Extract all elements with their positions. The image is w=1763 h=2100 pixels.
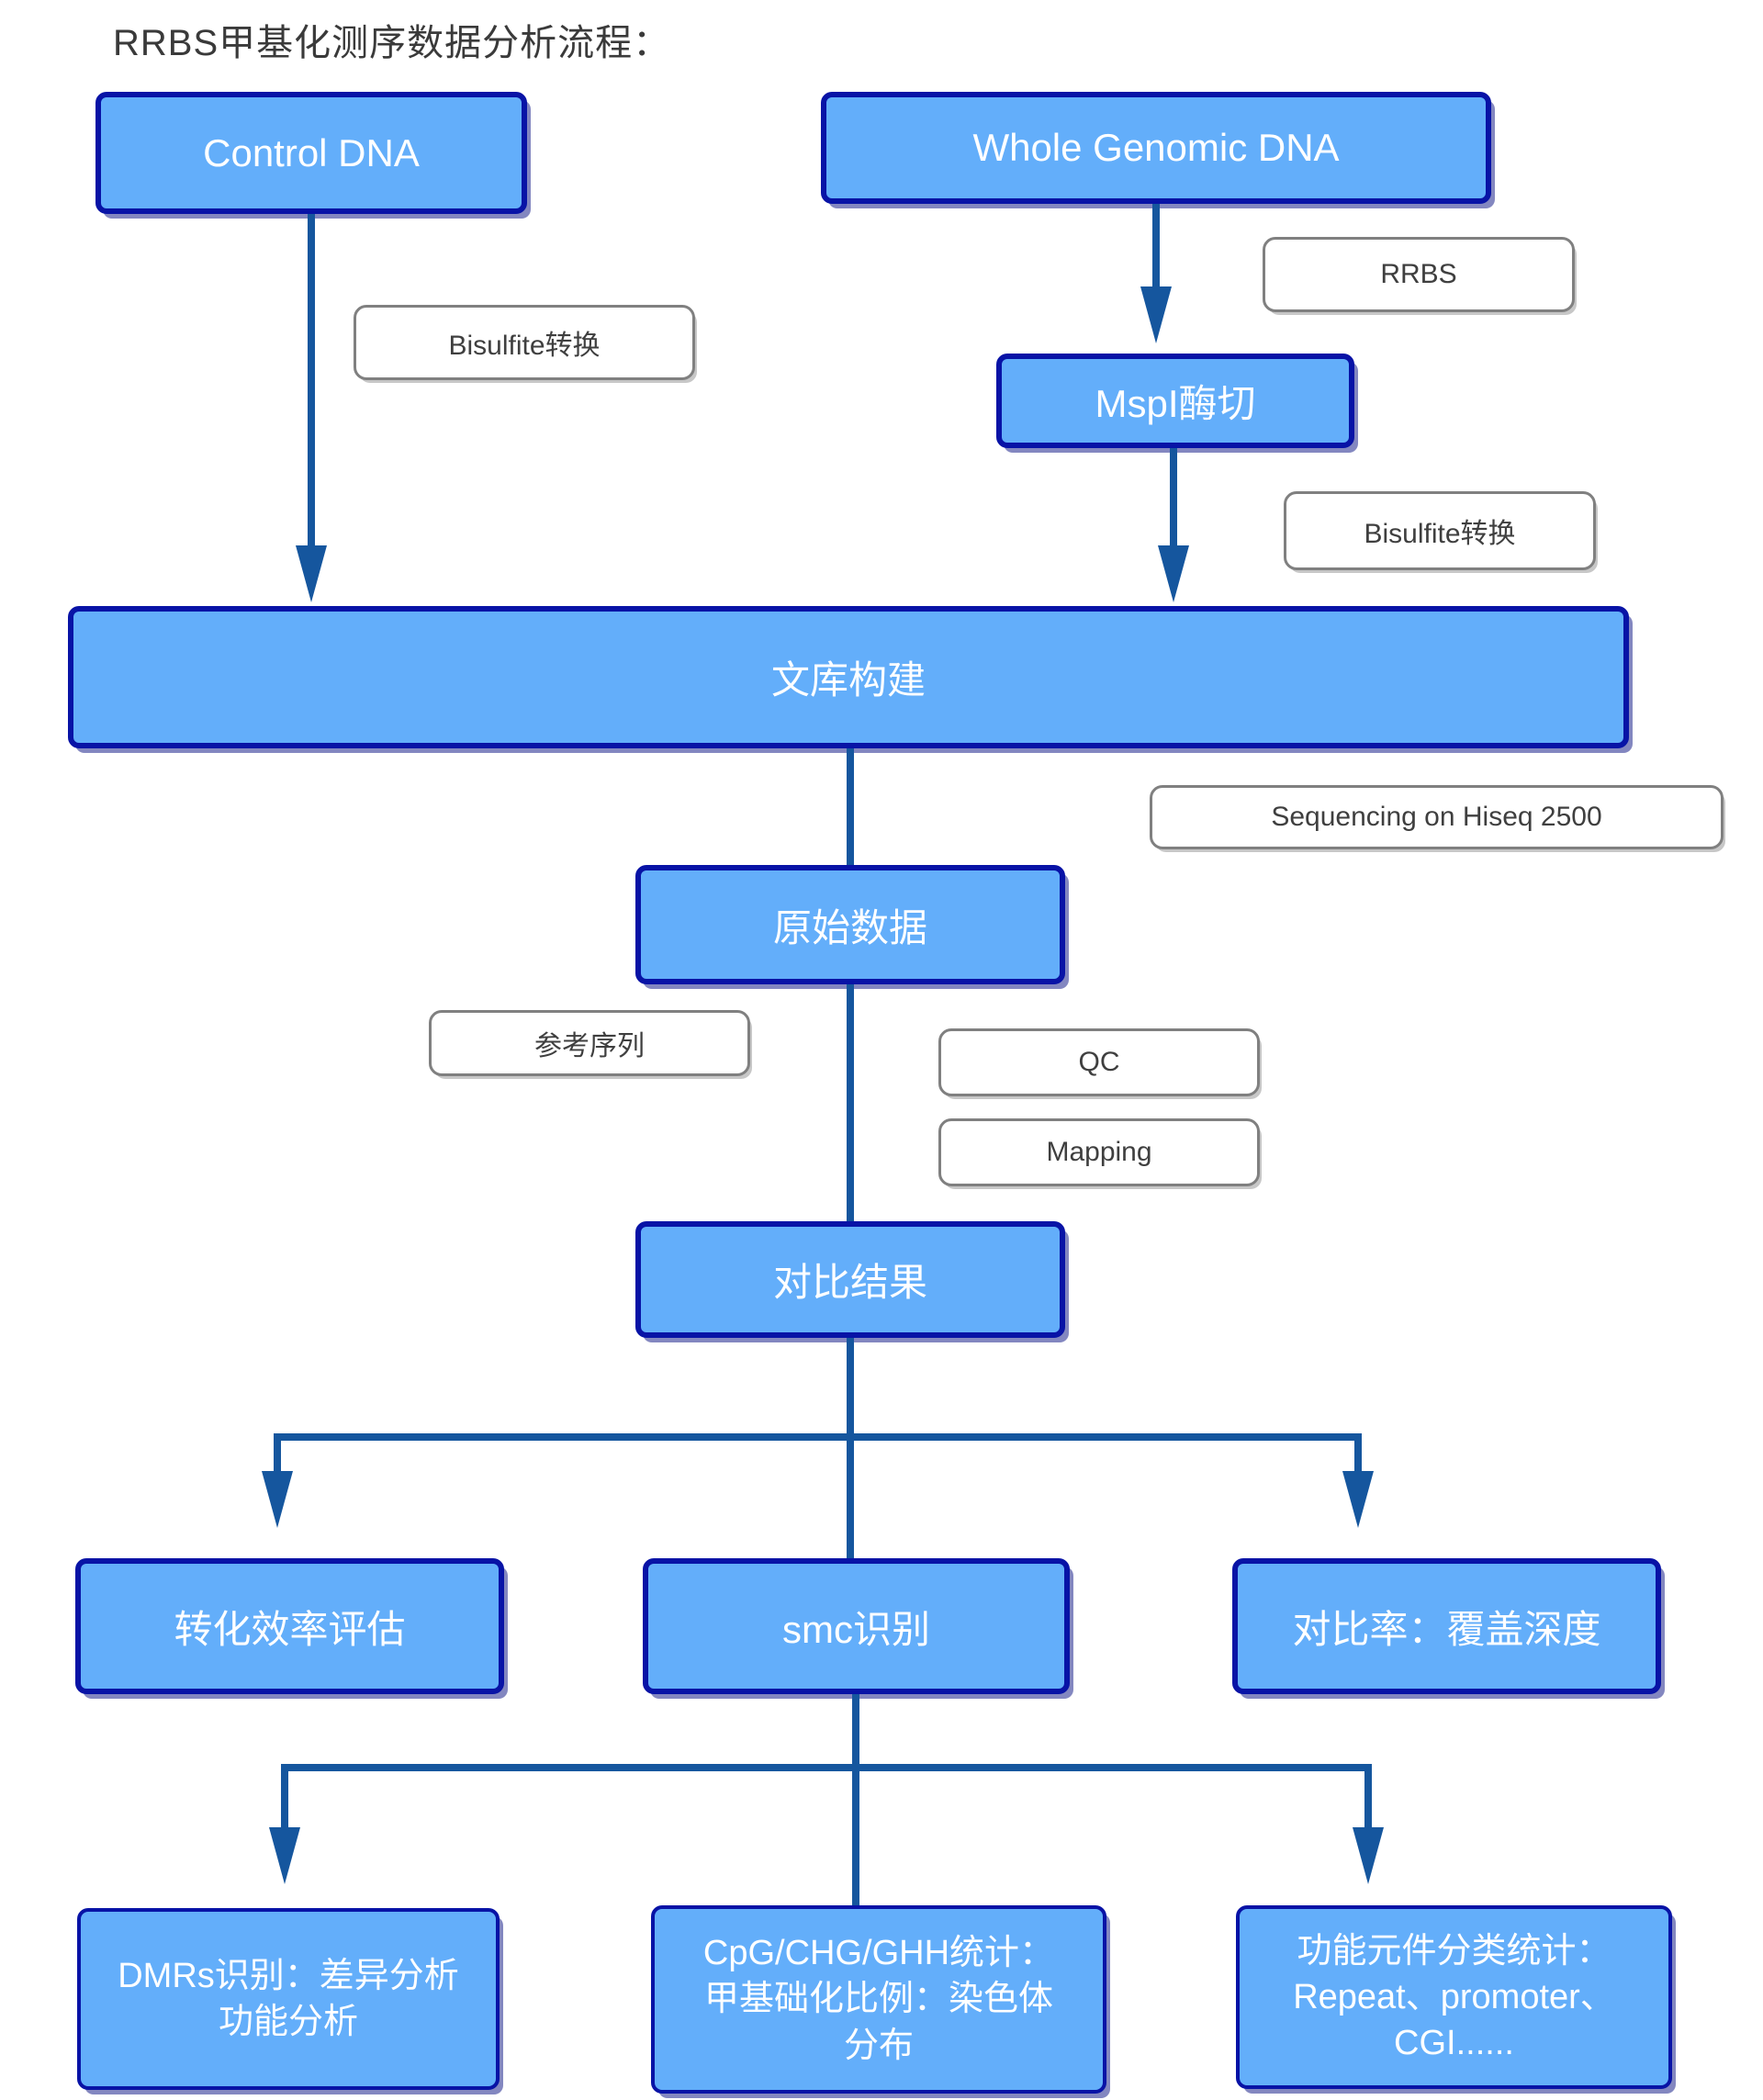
connector-library-to-rawdata — [847, 748, 854, 865]
branch2-horizontal — [281, 1764, 1372, 1771]
arrowhead-branch1-left — [262, 1471, 293, 1528]
label-bisulfite-conversion-left: Bisulfite转换 — [354, 305, 695, 380]
node-functional-elements-line1: 功能元件分类统计： — [1297, 1931, 1611, 1971]
node-control-dna: Control DNA — [95, 92, 527, 214]
node-alignment-result: 对比结果 — [635, 1221, 1065, 1338]
connector-control-to-library — [308, 214, 315, 545]
branch2-right-stub — [1364, 1764, 1372, 1827]
node-cpg-stats-line1: CpG/CHG/GHH统计： — [702, 1934, 1055, 1973]
label-sequencing-hiseq: Sequencing on Hiseq 2500 — [1150, 785, 1724, 849]
label-rrbs: RRBS — [1263, 237, 1575, 312]
node-dmrs: DMRs识别：差异分析 功能分析 — [77, 1908, 500, 2090]
node-cpg-stats: CpG/CHG/GHH统计： 甲基础化比例：染色体 分布 — [651, 1905, 1106, 2094]
arrowhead-mspi-to-library — [1158, 545, 1189, 602]
connector-alignment-to-smc — [847, 1338, 854, 1558]
arrowhead-control-to-library — [296, 545, 327, 602]
node-cpg-stats-line3: 分布 — [843, 2026, 914, 2065]
node-functional-elements-line2: Repeat、promoter、 — [1293, 1977, 1615, 2016]
node-conversion-efficiency: 转化效率评估 — [75, 1558, 504, 1694]
node-dmrs-line1: DMRs识别：差异分析 — [118, 1956, 459, 1995]
arrowhead-branch2-right — [1353, 1827, 1384, 1884]
node-mapping-rate-depth: 对比率：覆盖深度 — [1232, 1558, 1661, 1694]
connector-smc-to-cpgstats — [852, 1694, 859, 1905]
connector-wgd-to-mspi — [1152, 204, 1160, 286]
arrowhead-branch1-right — [1342, 1471, 1374, 1528]
node-mspi-digestion: MspI酶切 — [996, 354, 1354, 448]
node-whole-genomic-dna: Whole Genomic DNA — [821, 92, 1491, 204]
branch1-horizontal — [274, 1433, 1362, 1441]
node-dmrs-line2: 功能分析 — [218, 2003, 358, 2041]
node-library-construction: 文库构建 — [68, 606, 1629, 748]
label-bisulfite-conversion-right: Bisulfite转换 — [1284, 491, 1596, 570]
label-reference-sequence: 参考序列 — [429, 1010, 750, 1076]
page-title: RRBS甲基化测序数据分析流程： — [113, 23, 671, 63]
connector-rawdata-to-alignment — [847, 984, 854, 1221]
branch2-left-stub — [281, 1764, 288, 1827]
node-raw-data: 原始数据 — [635, 865, 1065, 984]
node-functional-elements-line3: CGI...... — [1394, 2024, 1514, 2063]
node-functional-elements: 功能元件分类统计： Repeat、promoter、 CGI...... — [1236, 1905, 1672, 2089]
arrowhead-branch2-left — [269, 1827, 300, 1884]
node-smc-identification: smc识别 — [643, 1558, 1070, 1694]
node-cpg-stats-line2: 甲基础化比例：染色体 — [703, 1980, 1053, 2019]
branch1-right-stub — [1354, 1433, 1362, 1471]
connector-mspi-to-library — [1170, 448, 1177, 545]
arrowhead-wgd-to-mspi — [1140, 286, 1172, 343]
label-mapping: Mapping — [938, 1118, 1260, 1186]
label-qc: QC — [938, 1028, 1260, 1096]
branch1-left-stub — [274, 1433, 281, 1471]
